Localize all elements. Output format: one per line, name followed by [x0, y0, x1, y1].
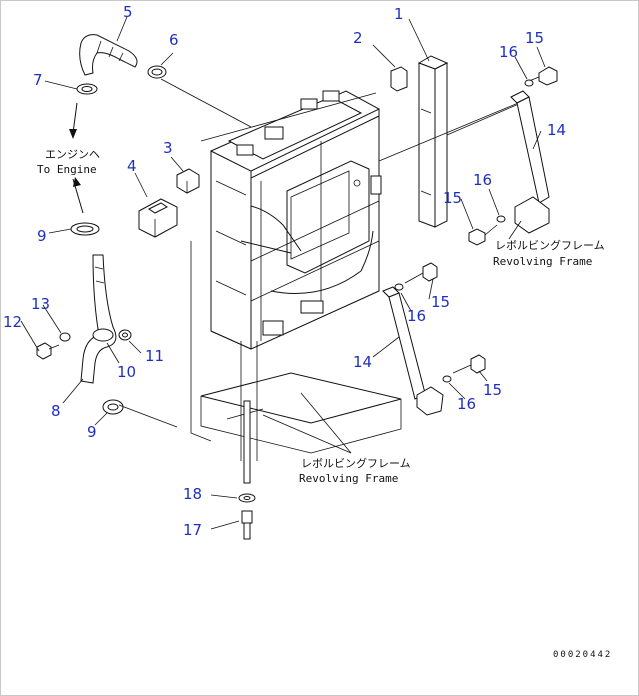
- callout-16-top: 16: [499, 43, 518, 61]
- note-frame-jp-right: レボルビングフレーム: [495, 238, 605, 252]
- callout-11: 11: [145, 347, 164, 365]
- callout-3: 3: [163, 139, 173, 157]
- bracket-4: [138, 198, 178, 238]
- radiator-assembly: [210, 90, 382, 350]
- callout-14-upper: 14: [547, 121, 566, 139]
- note-frame-jp-bottom: レボルビングフレーム: [301, 456, 411, 470]
- washer-16-lower: [394, 283, 404, 291]
- callout-15-bottom: 15: [483, 381, 502, 399]
- drawing-code: 00020442: [553, 650, 612, 660]
- bolt-15-mid: [468, 224, 498, 246]
- callout-17: 17: [183, 521, 202, 539]
- note-frame-en-bottom: Revolving Frame: [299, 472, 398, 485]
- callout-12: 12: [3, 313, 22, 331]
- callout-1: 1: [394, 5, 404, 23]
- callout-18: 18: [183, 485, 202, 503]
- cap-2: [390, 66, 408, 92]
- callout-15-lower: 15: [431, 293, 450, 311]
- callout-4: 4: [127, 157, 137, 175]
- cushion-3: [176, 168, 200, 194]
- washer-11: [118, 329, 132, 341]
- clamp-10: [92, 328, 114, 342]
- clamp-6: [147, 65, 167, 79]
- bolt-15-bottom: [452, 354, 486, 374]
- note-engine-jp: エンジンヘ: [45, 148, 100, 161]
- lower-hose: [80, 254, 117, 384]
- clamp-9-lower: [102, 399, 124, 415]
- stay-rod-upper: [510, 90, 550, 234]
- callout-16-bottom: 16: [457, 395, 476, 413]
- clamp-9-upper: [70, 222, 100, 236]
- note-frame-en-right: Revolving Frame: [493, 255, 592, 268]
- stay-rod-lower: [382, 286, 444, 416]
- arrow-down: [72, 177, 84, 214]
- callout-2: 2: [353, 29, 363, 47]
- bolt-12: [36, 342, 60, 360]
- clamp-7: [76, 83, 98, 95]
- washer-16-bottom: [442, 375, 452, 383]
- callout-7: 7: [33, 71, 43, 89]
- callout-16-mid: 16: [473, 171, 492, 189]
- drain-pipe: [238, 400, 256, 540]
- callout-6: 6: [169, 31, 179, 49]
- callout-9-lower: 9: [87, 423, 97, 441]
- callout-13: 13: [31, 295, 50, 313]
- arrow-up: [69, 102, 78, 139]
- pillar-part: [417, 55, 449, 228]
- bolt-15-lower: [404, 262, 438, 284]
- callout-9-upper: 9: [37, 227, 47, 245]
- callout-15-mid: 15: [443, 189, 462, 207]
- frame-outline: [190, 92, 524, 461]
- leader-lines: [20, 16, 546, 530]
- callout-10: 10: [117, 363, 136, 381]
- callout-14-lower: 14: [353, 353, 372, 371]
- washer-13: [59, 332, 71, 342]
- callout-16-lower: 16: [407, 307, 426, 325]
- washer-16-mid: [496, 215, 506, 223]
- upper-hose: [79, 34, 138, 76]
- note-engine-en: To Engine: [37, 163, 97, 176]
- washer-16-top: [524, 79, 534, 87]
- callout-5: 5: [123, 3, 133, 21]
- callout-15-top: 15: [525, 29, 544, 47]
- callout-8: 8: [51, 402, 61, 420]
